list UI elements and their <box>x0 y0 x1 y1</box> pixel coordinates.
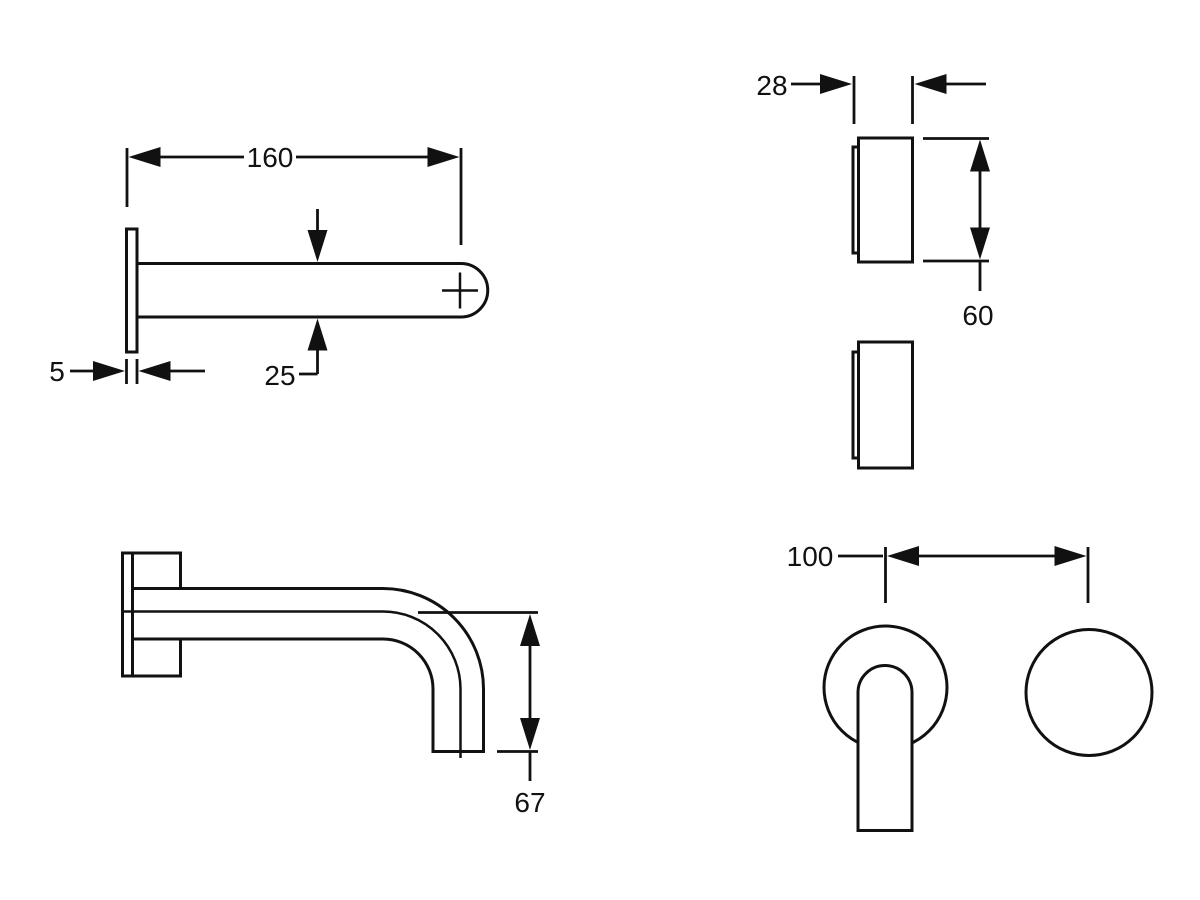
dim-100-label: 100 <box>787 541 834 572</box>
dim-67-arrow-down-icon <box>520 718 540 750</box>
view-handles-front: 100 <box>787 541 1154 832</box>
dim-100-arrow-right-icon <box>1054 546 1087 566</box>
dim-25-group: 25 <box>264 209 328 391</box>
view-handle-side-elevation: 28 60 <box>756 70 994 470</box>
dim-25-label: 25 <box>264 360 295 391</box>
dim-100-group: 100 <box>787 541 1090 603</box>
handle-body-lower <box>857 340 914 470</box>
dim-60-arrow-down-icon <box>970 227 990 260</box>
dim-160-label: 160 <box>247 142 294 173</box>
dim-5-arrow-right-icon <box>93 361 125 381</box>
handle-trim-side-lower <box>851 340 914 470</box>
dim-28-group: 28 <box>756 70 986 124</box>
handle-trim-side-upper <box>851 136 914 264</box>
dim-28-label: 28 <box>756 70 787 101</box>
view-spout-plan: 67 <box>121 551 546 818</box>
dim-160-arrow-right-icon <box>427 147 460 167</box>
handle-body-upper <box>857 136 914 264</box>
lever-handle-front <box>856 664 914 832</box>
dim-67-label: 67 <box>514 787 545 818</box>
dim-5-arrow-left-icon <box>138 361 171 381</box>
knob-circle <box>1024 628 1154 757</box>
dim-25-arrow-down-icon <box>307 230 328 262</box>
dim-25-arrow-up-icon <box>307 318 328 351</box>
dim-67-arrow-up-icon <box>520 614 540 646</box>
dim-160-group: 160 <box>125 142 463 245</box>
wall-plate-side <box>125 227 139 354</box>
dim-67-group: 67 <box>418 611 546 818</box>
dim-60-label: 60 <box>962 300 993 331</box>
spout-body-side <box>135 262 490 319</box>
dim-60-group: 60 <box>923 137 994 331</box>
dim-100-arrow-left-icon <box>887 546 919 566</box>
spout-centerline <box>124 610 462 758</box>
dim-28-arrow-left-icon <box>914 74 947 94</box>
spout-tube-plan <box>131 587 485 753</box>
dim-5-label: 5 <box>49 356 65 387</box>
outlet-crosshair-icon <box>442 272 478 309</box>
dim-28-arrow-right-icon <box>820 74 852 94</box>
dim-160-arrow-left-icon <box>128 147 161 167</box>
dim-60-arrow-up-icon <box>970 139 990 172</box>
dim-5-group: 5 <box>49 356 205 387</box>
view-spout-side-elevation: 160 25 5 <box>49 142 490 391</box>
